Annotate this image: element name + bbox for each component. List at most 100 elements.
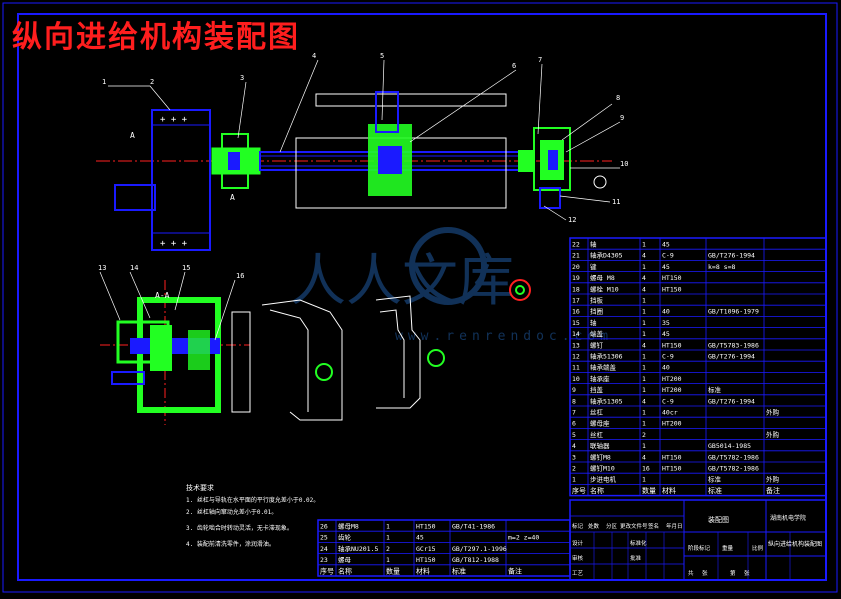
bom-cell: HT200 <box>662 375 682 383</box>
bom-cell: 19 <box>572 274 580 282</box>
technical-notes: 技术要求 1. 丝杠与导轨在水平面的平行度允差小于0.02。 2. 丝杠轴向窜动… <box>186 483 319 548</box>
part-callout: 9 <box>620 114 624 122</box>
bom-cell: 1 <box>642 476 646 484</box>
bom-cell: 4 <box>642 453 646 461</box>
bom-cell: 40 <box>662 364 670 372</box>
bom-cell: 1 <box>642 330 646 338</box>
bom-cell: 轴承端盖 <box>590 363 617 372</box>
title-cell: 设计 <box>572 539 584 547</box>
bom-cell: GCr15 <box>416 545 436 553</box>
bom-cell: 挡板 <box>590 296 604 305</box>
bom-cell: 13 <box>572 341 580 349</box>
bom-cell: 20 <box>572 263 580 271</box>
bom-header: 数量 <box>386 566 400 575</box>
bom-cell: 16 <box>572 308 580 316</box>
project-name: 纵向进给机构装配图 <box>768 540 822 548</box>
title-cell: 比例 <box>752 544 764 552</box>
bom-cell: 4 <box>642 252 646 260</box>
bom-cell: 21 <box>572 252 580 260</box>
watermark-url: www.renrendoc.com <box>395 329 613 344</box>
bom-cell: 10 <box>572 375 580 383</box>
bom-frame <box>569 237 827 497</box>
part-callout: 7 <box>538 56 542 64</box>
part-callout: 4 <box>312 52 316 60</box>
bom-cell: C-9 <box>662 397 674 405</box>
bom-cell: 45 <box>662 241 670 249</box>
bom-cell: 24 <box>320 545 328 553</box>
bom-cell: 1 <box>642 297 646 305</box>
bom-cell: GB/T297.1-1996 <box>452 545 507 553</box>
bom-header: 材料 <box>662 486 676 495</box>
title-cell: 第 <box>730 569 736 577</box>
part-callout: 1 <box>102 78 106 86</box>
watermark-text: 人人文库 <box>290 249 514 314</box>
stepper-motor <box>151 109 211 251</box>
bom-cell: HT150 <box>416 556 436 564</box>
bom-cell: GB/T276-1994 <box>708 252 755 260</box>
part-callout: 14 <box>130 264 138 272</box>
part-callout: 15 <box>182 264 190 272</box>
bom-cell: C-9 <box>662 353 674 361</box>
bom-cell: GB/T5782-1986 <box>708 453 759 461</box>
title-cell: 分区 <box>606 522 618 530</box>
part-callout: 12 <box>568 216 576 224</box>
part-callout: 13 <box>98 264 106 272</box>
bom-cell: HT200 <box>662 420 682 428</box>
title-block: 装配图湖南机电学院纵向进给机构装配图标记处数分区更改文件号签名年月日设计审核工艺… <box>569 499 827 581</box>
title-cell: 审核 <box>572 554 584 562</box>
bom-cell: 40 <box>662 308 670 316</box>
bom-cell: 14 <box>572 330 580 338</box>
section-label: A-A <box>155 291 170 300</box>
bom-cell: k=8 s=8 <box>708 263 735 271</box>
bom-cell: 9 <box>572 386 576 394</box>
title-cell: 年月日 <box>666 522 683 530</box>
bom-cell: GB/T1096-1979 <box>708 308 759 316</box>
bom-cell: HT150 <box>662 341 682 349</box>
title-cell: 工艺 <box>572 570 584 577</box>
bom-cell: 4 <box>572 442 576 450</box>
bom-cell: HT150 <box>662 274 682 282</box>
bom-cell: 键 <box>590 262 597 271</box>
bom-cell: 1 <box>642 319 646 327</box>
bom-cell: 22 <box>572 241 580 249</box>
bom-cell: 1 <box>386 523 390 531</box>
note-line: 4. 装配前清洗零件，涂润滑油。 <box>186 540 275 548</box>
main-view: + + + + + + <box>96 59 621 251</box>
bom-cell: 1 <box>642 308 646 316</box>
notes-heading: 技术要求 <box>186 483 214 492</box>
bom-cell: 8 <box>572 397 576 405</box>
bom-cell: 1 <box>642 375 646 383</box>
bom-cell: 1 <box>642 364 646 372</box>
title-cell: 张 <box>744 569 750 577</box>
bom-cell: GB5014-1985 <box>708 442 751 450</box>
bom-cell: 轴承座 <box>590 374 610 383</box>
bom-cell: 轴承51305 <box>590 396 623 405</box>
svg-text:+ + +: + + + <box>160 115 188 125</box>
bom-cell: 挡圈 <box>590 307 603 316</box>
bom-cell: HT150 <box>662 453 682 461</box>
bom-cell: 4 <box>642 274 646 282</box>
bom-cell: 1 <box>642 442 646 450</box>
part-callout: 6 <box>512 62 516 70</box>
bom-cell: GB/T5783-1986 <box>708 341 759 349</box>
part-callout: 3 <box>240 74 244 82</box>
bom-header: 标准 <box>708 486 722 495</box>
bom-cell: 7 <box>572 409 576 417</box>
bom-header: 序号 <box>320 566 334 575</box>
gearbox-housing <box>137 297 221 413</box>
bom-cell: 4 <box>642 341 646 349</box>
bom-cell: 15 <box>572 319 580 327</box>
bom-cell: 35 <box>662 319 670 327</box>
bom-cell: 45 <box>662 263 670 271</box>
bom-cell: 齿轮 <box>338 533 352 542</box>
bom-cell: 螺母座 <box>590 419 610 428</box>
title-cell: 更改文件号 <box>620 522 648 530</box>
section-aa-view: A-A <box>99 271 251 425</box>
bom-cell: 23 <box>320 556 328 564</box>
bom-cell: 1 <box>386 534 390 542</box>
bom-cell: 螺钉M8 <box>590 452 611 461</box>
